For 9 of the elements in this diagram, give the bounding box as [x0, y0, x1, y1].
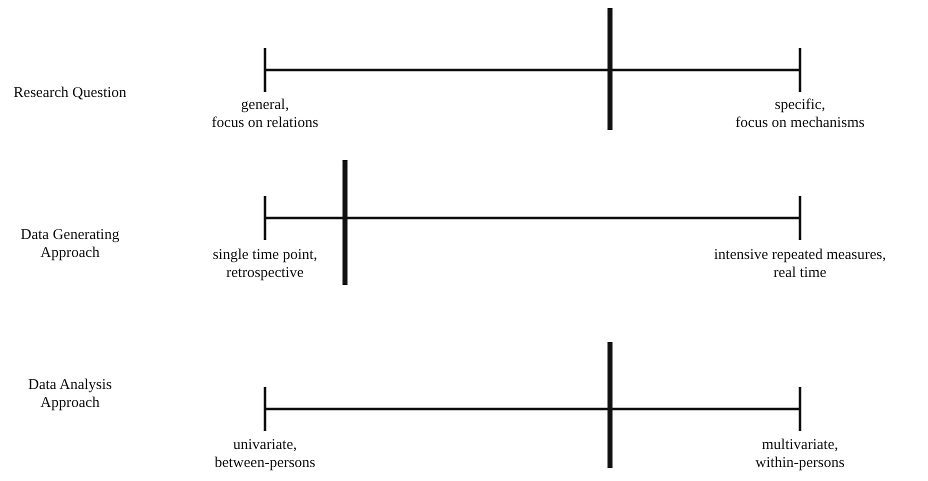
scale-title: Data Generating Approach — [20, 226, 120, 262]
scale-end-label: single time point, retrospective — [212, 246, 318, 282]
scale-end-label: specific, focus on mechanisms — [735, 96, 865, 132]
scale-title: Data Analysis Approach — [27, 376, 113, 412]
scale-end-label: general, focus on relations — [212, 96, 318, 132]
scale-title: Research Question — [12, 84, 128, 102]
scale-end-label: univariate, between-persons — [214, 436, 316, 472]
scale-end-label: multivariate, within-persons — [755, 436, 845, 472]
scale-end-label: intensive repeated measures, real time — [714, 246, 886, 282]
